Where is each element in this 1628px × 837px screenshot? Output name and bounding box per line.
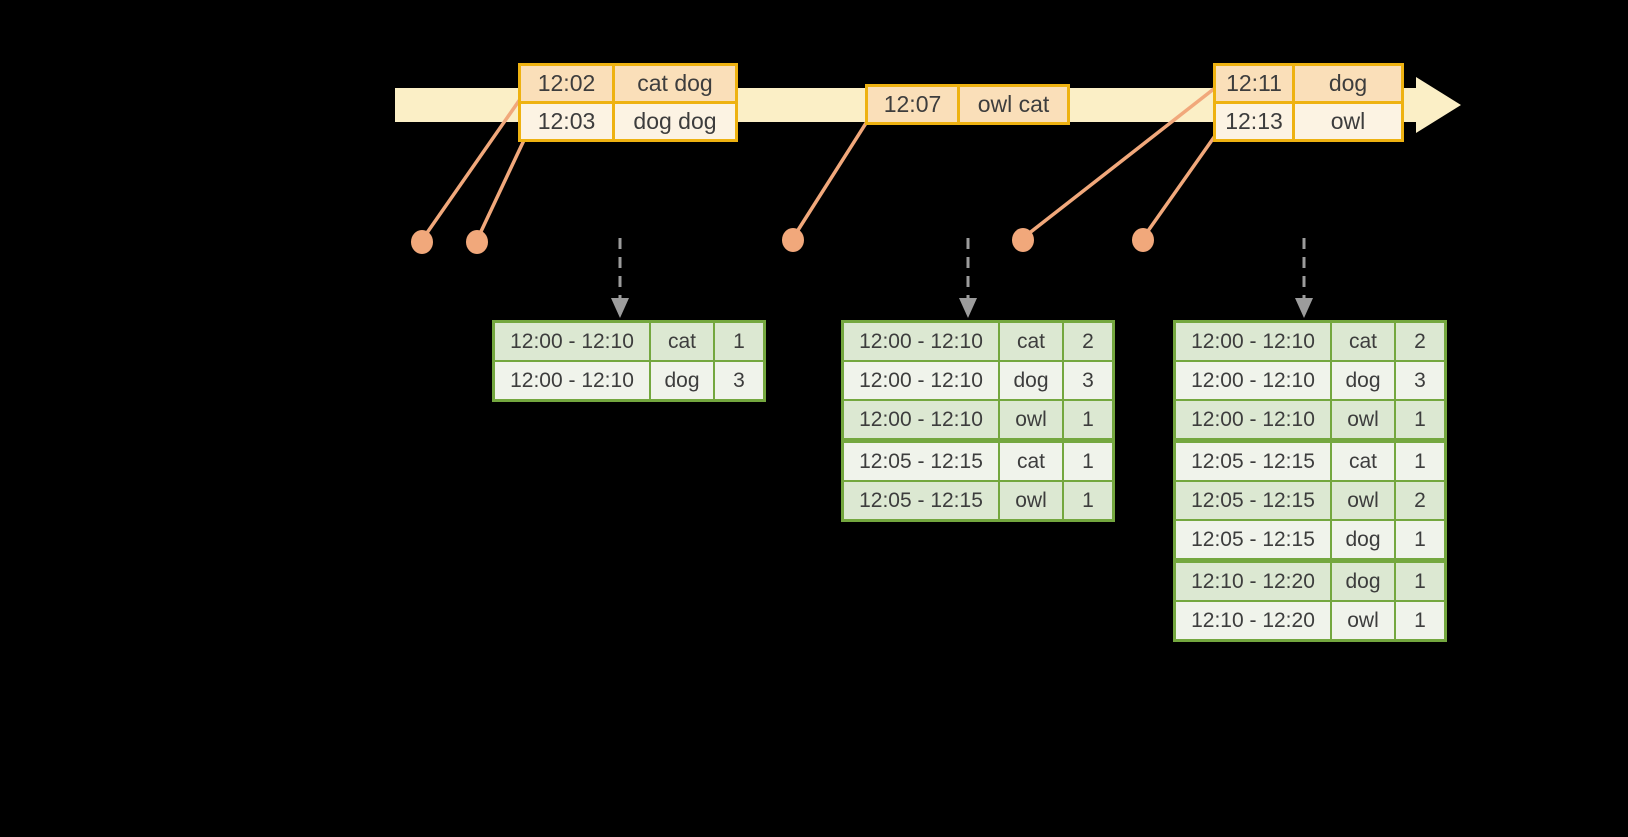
- cell-window: 12:00 - 12:10: [1173, 399, 1332, 442]
- event-dot: [411, 230, 433, 254]
- cell-events: owl cat: [957, 84, 1070, 125]
- cell-key: dog: [649, 360, 715, 402]
- cell-key: owl: [1330, 480, 1396, 521]
- cell-events: owl: [1292, 101, 1404, 142]
- event-dot: [466, 230, 488, 254]
- cell-window: 12:10 - 12:20: [1173, 558, 1332, 602]
- cell-key: dog: [998, 360, 1064, 401]
- cell-window: 12:00 - 12:10: [841, 320, 1000, 362]
- cell-count: 1: [1394, 519, 1447, 562]
- cell-key: dog: [1330, 360, 1396, 401]
- event-dot: [1132, 228, 1154, 252]
- cell-time: 12:13: [1213, 101, 1295, 142]
- cell-count: 3: [1062, 360, 1115, 401]
- cell-count: 2: [1394, 480, 1447, 521]
- event-dot: [782, 228, 804, 252]
- dashed-arrow-head: [959, 298, 977, 318]
- cell-count: 3: [1394, 360, 1447, 401]
- cell-window: 12:05 - 12:15: [1173, 519, 1332, 562]
- cell-events: cat dog: [612, 63, 738, 104]
- dashed-arrow: [959, 238, 977, 318]
- cell-window: 12:00 - 12:10: [492, 320, 651, 362]
- cell-time: 12:03: [518, 101, 615, 142]
- cell-key: owl: [1330, 399, 1396, 442]
- dashed-arrow-head: [1295, 298, 1313, 318]
- cell-count: 1: [1062, 480, 1115, 522]
- cell-window: 12:00 - 12:10: [841, 399, 1000, 442]
- cell-window: 12:05 - 12:15: [841, 480, 1000, 522]
- cell-key: owl: [998, 480, 1064, 522]
- cell-time: 12:02: [518, 63, 615, 104]
- cell-time: 12:07: [865, 84, 960, 125]
- cell-window: 12:05 - 12:15: [1173, 480, 1332, 521]
- cell-window: 12:00 - 12:10: [841, 360, 1000, 401]
- event-connector-line: [475, 137, 527, 241]
- event-connector-line: [420, 93, 525, 242]
- cell-count: 2: [1394, 320, 1447, 362]
- cell-window: 12:05 - 12:15: [1173, 438, 1332, 482]
- cell-window: 12:00 - 12:10: [1173, 360, 1332, 401]
- cell-count: 2: [1062, 320, 1115, 362]
- event-connector-line: [791, 119, 870, 239]
- cell-count: 1: [1062, 438, 1115, 482]
- cell-events: dog dog: [612, 101, 738, 142]
- cell-key: owl: [998, 399, 1064, 442]
- dashed-arrow: [1295, 238, 1313, 318]
- cell-key: cat: [1330, 438, 1396, 482]
- event-dot: [1012, 228, 1034, 252]
- event-connector-line: [1021, 86, 1217, 240]
- cell-key: dog: [1330, 558, 1396, 602]
- cell-count: 1: [1394, 558, 1447, 602]
- cell-key: cat: [649, 320, 715, 362]
- cell-count: 1: [1394, 438, 1447, 482]
- cell-count: 1: [713, 320, 766, 362]
- cell-count: 1: [1062, 399, 1115, 442]
- cell-key: owl: [1330, 600, 1396, 642]
- cell-window: 12:00 - 12:10: [1173, 320, 1332, 362]
- cell-key: cat: [998, 438, 1064, 482]
- cell-count: 1: [1394, 600, 1447, 642]
- event-connector-line: [1141, 131, 1219, 240]
- dashed-arrow-head: [611, 298, 629, 318]
- dashed-arrow: [611, 238, 629, 318]
- cell-time: 12:11: [1213, 63, 1295, 104]
- cell-window: 12:05 - 12:15: [841, 438, 1000, 482]
- cell-key: cat: [1330, 320, 1396, 362]
- cell-window: 12:00 - 12:10: [492, 360, 651, 402]
- cell-count: 1: [1394, 399, 1447, 442]
- cell-window: 12:10 - 12:20: [1173, 600, 1332, 642]
- cell-key: dog: [1330, 519, 1396, 562]
- cell-count: 3: [713, 360, 766, 402]
- cell-key: cat: [998, 320, 1064, 362]
- cell-events: dog: [1292, 63, 1404, 104]
